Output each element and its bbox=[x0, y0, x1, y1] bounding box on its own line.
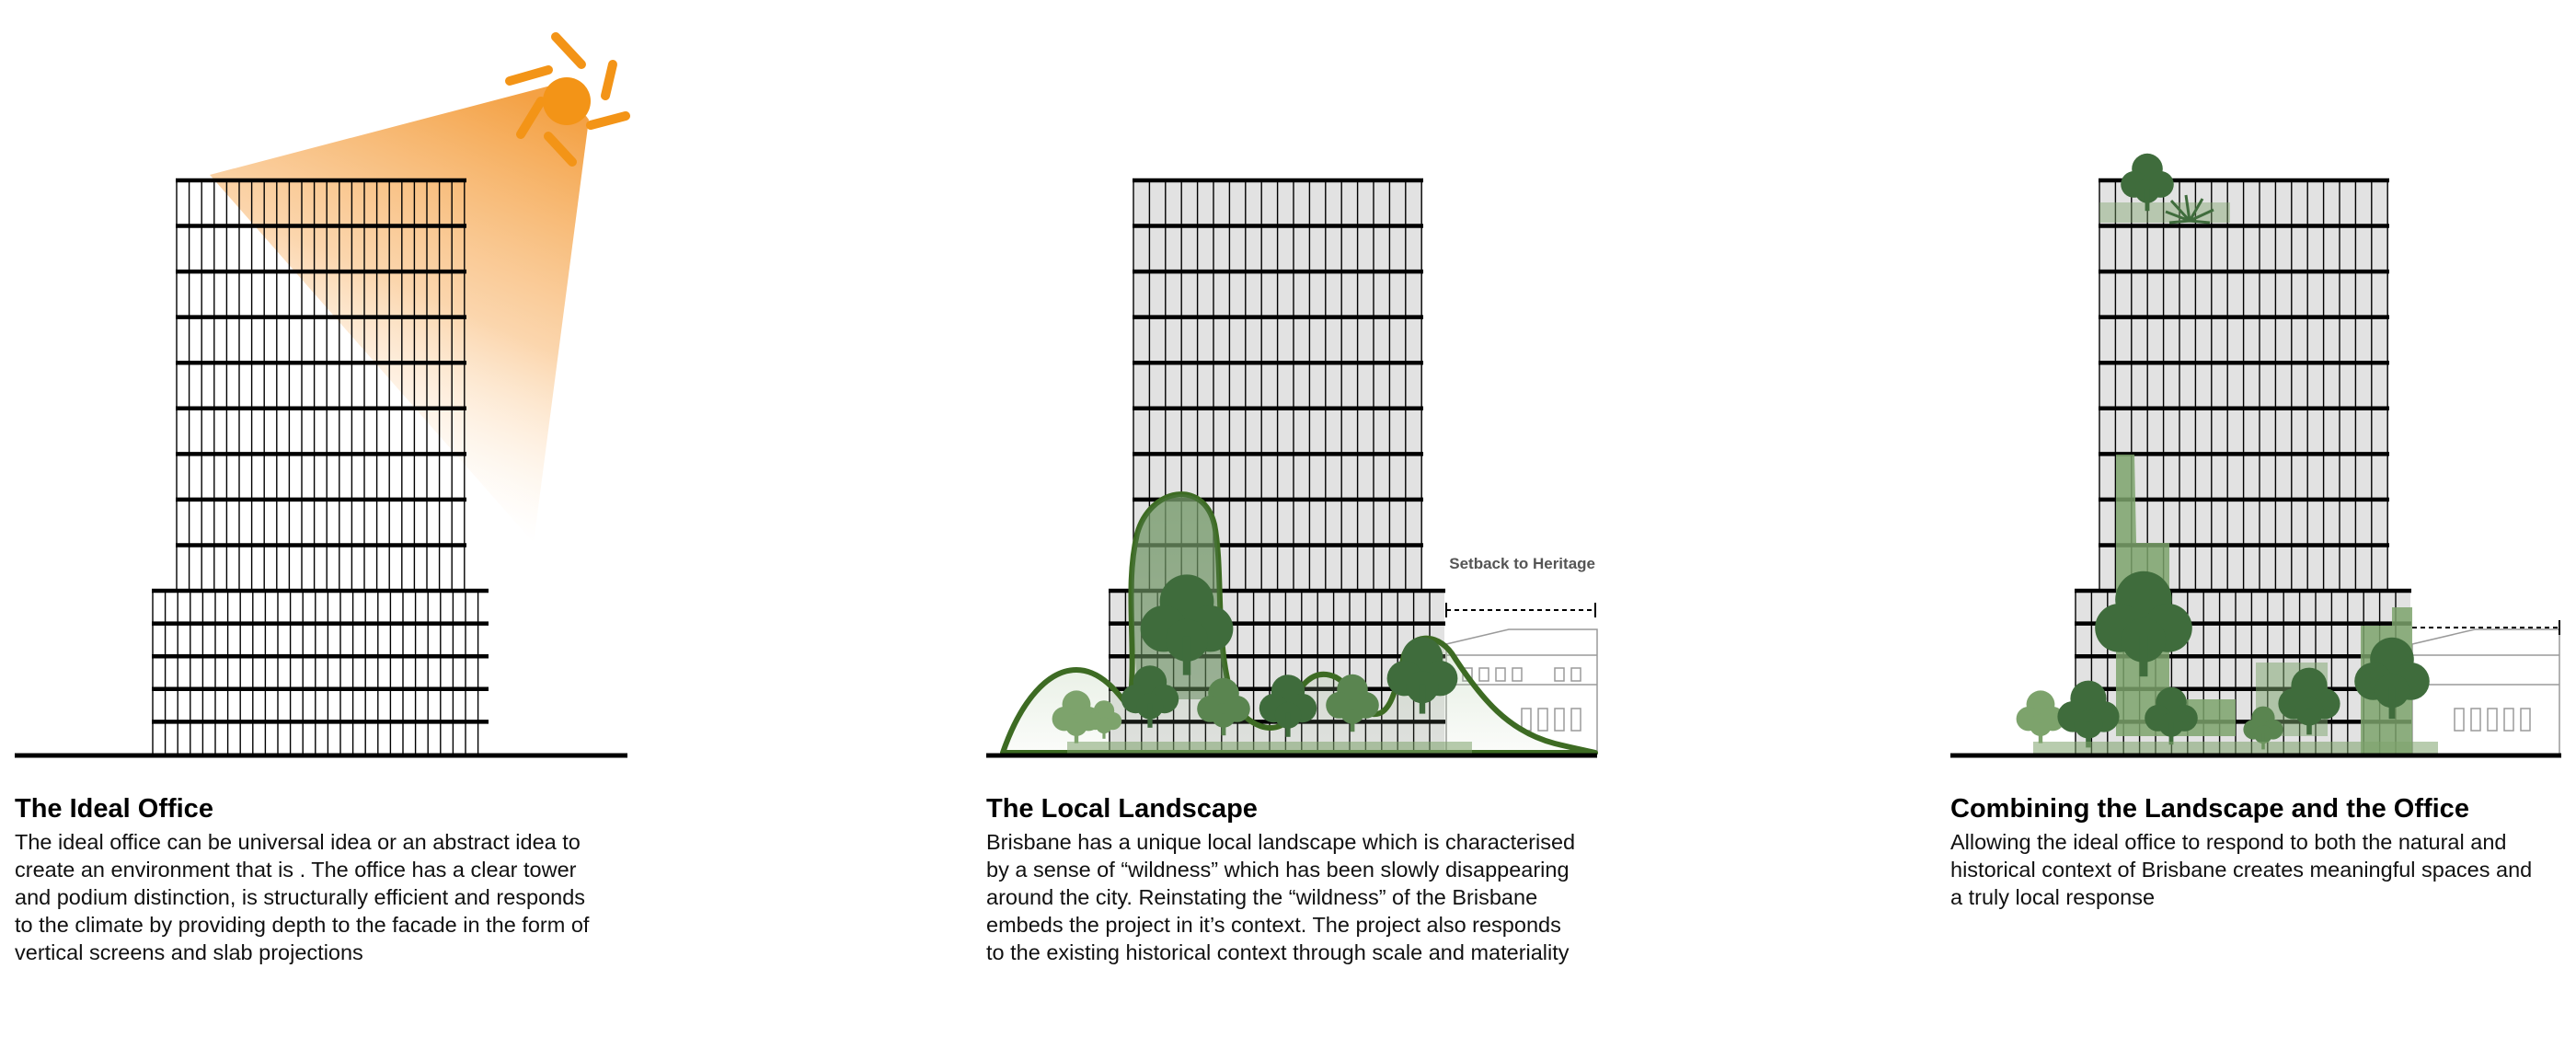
panel-ideal-office bbox=[15, 32, 630, 758]
panel-description: Allowing the ideal office to respond to … bbox=[1950, 830, 2533, 909]
panel-title: Combining the Landscape and the Office bbox=[1950, 794, 2469, 824]
facade-screens bbox=[152, 180, 479, 755]
sun-icon bbox=[505, 32, 630, 167]
panel-title: The Ideal Office bbox=[15, 794, 213, 824]
panel-combining bbox=[1950, 153, 2561, 758]
panel-local-landscape: Setback to Heritage bbox=[986, 178, 1598, 758]
tower-ideal-office bbox=[152, 178, 489, 755]
annotation-setback-to-heritage: Setback to Heritage bbox=[1449, 555, 1595, 572]
panel-description: Brisbane has a unique local landscape wh… bbox=[986, 830, 1576, 964]
facade-screens bbox=[2075, 180, 2397, 755]
panel-title: The Local Landscape bbox=[986, 794, 1258, 824]
panel-description: The ideal office can be universal idea o… bbox=[15, 830, 590, 964]
heritage-building-icon bbox=[2411, 628, 2560, 755]
sunlight-beam bbox=[210, 83, 589, 543]
caption-combining: Combining the Landscape and the Office A… bbox=[1950, 793, 2576, 911]
caption-local-landscape: The Local Landscape Brisbane has a uniqu… bbox=[986, 793, 1630, 966]
setback-dimension: Setback to Heritage bbox=[1445, 555, 1596, 617]
caption-ideal-office: The Ideal Office The ideal office can be… bbox=[15, 793, 659, 966]
floor-slabs bbox=[152, 178, 489, 724]
setback-dimension bbox=[2412, 620, 2560, 635]
